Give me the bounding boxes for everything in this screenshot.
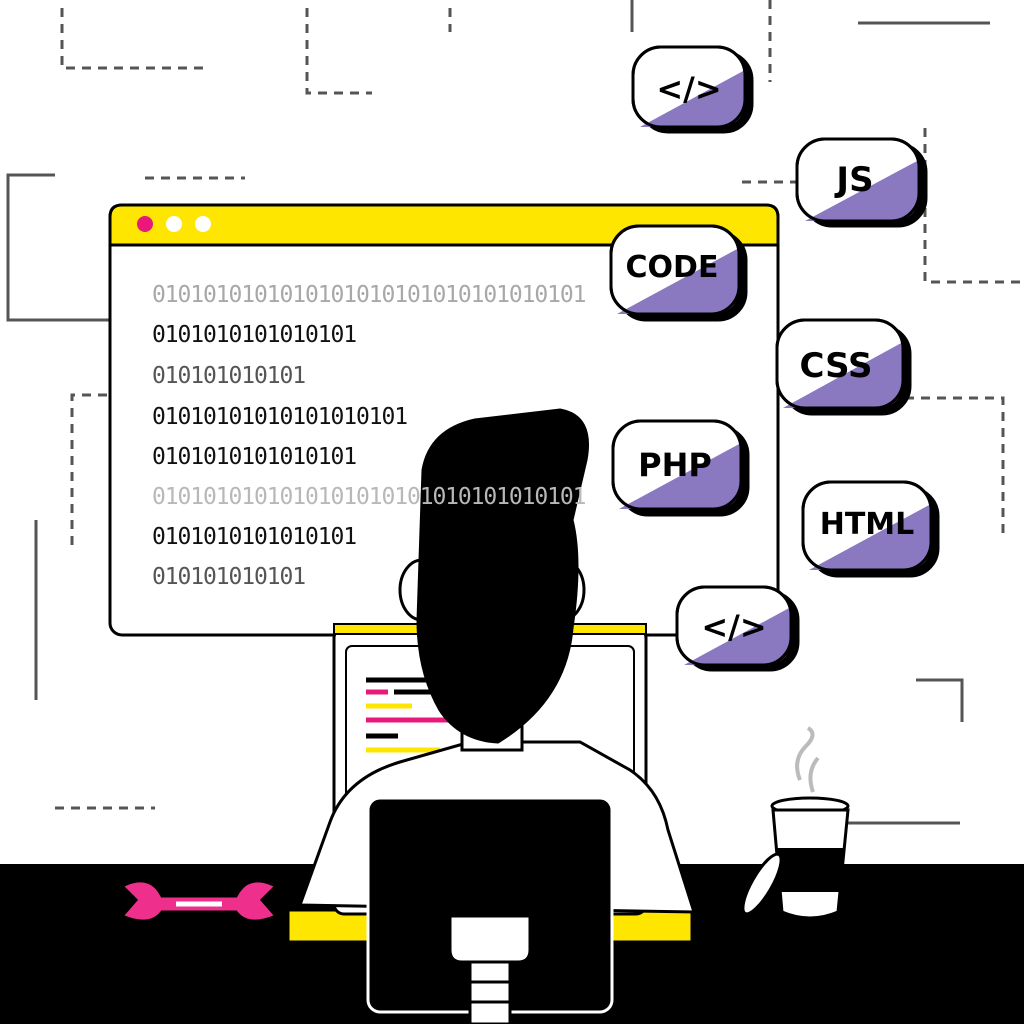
tag-bubble-7 — [675, 585, 800, 672]
coffee-cup-icon — [741, 726, 850, 920]
tag-bubble-3 — [609, 224, 748, 322]
tag-bubble-6 — [801, 480, 940, 578]
code-line: 0101010101010101010101010101010101 — [152, 484, 587, 510]
tag-label-php: PHP — [638, 446, 712, 484]
tag-bubbles — [609, 45, 940, 672]
code-line: 0101010101010101010101010101010101 — [152, 282, 587, 308]
window-dot-min[interactable] — [166, 216, 182, 232]
code-line: 010101010101 — [152, 363, 306, 389]
tag-bubble-2 — [795, 137, 928, 228]
tag-label-code-2: </> — [701, 608, 767, 646]
tag-label-html: HTML — [819, 507, 915, 542]
window-dot-close[interactable] — [137, 216, 153, 232]
code-line: 0101010101010101 — [152, 444, 357, 470]
chair — [366, 796, 614, 1024]
wrench-icon — [119, 879, 279, 923]
code-line: 0101010101010101 — [152, 322, 357, 348]
tag-label-code-1: </> — [656, 70, 722, 108]
window-dot-max[interactable] — [195, 216, 211, 232]
tag-label-js: JS — [836, 160, 874, 200]
tag-label-css: CSS — [799, 346, 873, 386]
tag-label-code: CODE — [625, 250, 719, 285]
code-line: 0101010101010101 — [152, 524, 357, 550]
code-line: 010101010101 — [152, 564, 306, 590]
tag-bubble-4 — [775, 318, 912, 416]
tag-bubble-1 — [631, 45, 754, 134]
code-line: 01010101010101010101 — [152, 404, 408, 430]
browser-window — [108, 203, 780, 637]
tag-bubble-5 — [611, 419, 750, 517]
